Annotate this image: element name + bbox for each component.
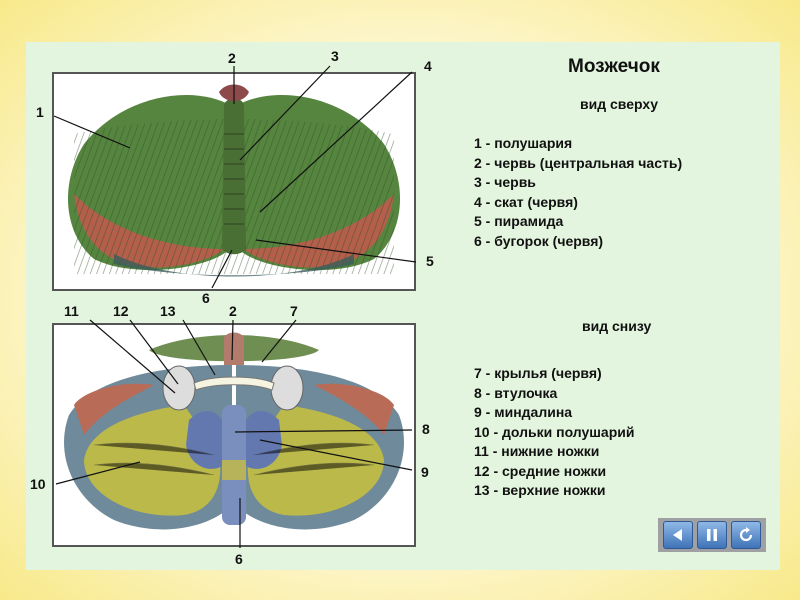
legend-item: 10 - дольки полушарий: [474, 423, 635, 440]
legend-item: 7 - крылья (червя): [474, 365, 602, 381]
playback-controls: [658, 518, 766, 552]
pause-button[interactable]: [697, 521, 727, 549]
pause-icon: [707, 529, 717, 541]
legend-item: 6 - бугорок (червя): [474, 232, 604, 249]
callout-9: 9: [421, 464, 429, 480]
callout-1: 1: [36, 104, 44, 120]
callout-7: 7: [290, 303, 298, 319]
cerebellum-bottom-view-image: [52, 323, 416, 547]
legend-item: 9 - миндалина: [474, 404, 573, 420]
callout-13: 13: [160, 303, 176, 319]
legend-item: 11 - нижние ножки: [474, 443, 600, 459]
top-view-subtitle: вид сверху: [580, 96, 659, 112]
legend-item: 3 - червь: [474, 174, 536, 190]
callout-3: 3: [331, 48, 339, 64]
page-title: Мозжечок: [568, 56, 660, 77]
bottom-view-subtitle: вид снизу: [582, 318, 652, 334]
callout-8: 8: [422, 421, 430, 437]
bottom-view-legend: 7 - крылья (червя) 8 - втулочка 9 - минд…: [474, 364, 634, 501]
legend-item: 1 - полушария: [474, 135, 573, 151]
legend-item: 12 - средние ножки: [474, 462, 607, 479]
cerebellum-top-drawing: [67, 84, 401, 277]
callout-6-top: 6: [202, 290, 210, 306]
top-view-legend: 1 - полушария 2 - червь (центральная час…: [474, 134, 682, 251]
legend-item: 5 - пирамида: [474, 213, 564, 229]
replay-icon: [739, 527, 753, 542]
callout-5: 5: [426, 253, 434, 269]
replay-button[interactable]: [731, 521, 761, 549]
legend-item: 4 - скат (червя): [474, 193, 578, 210]
legend-item: 2 - червь (центральная часть): [474, 154, 683, 171]
cerebellum-bottom-drawing: [64, 332, 404, 530]
previous-button[interactable]: [663, 521, 693, 549]
callout-2-top: 2: [228, 50, 236, 66]
callout-12: 12: [113, 303, 129, 319]
callout-6-bottom: 6: [235, 551, 243, 567]
callout-11: 11: [64, 303, 79, 319]
callout-2-bottom: 2: [229, 303, 237, 319]
legend-item: 13 - верхние ножки: [474, 482, 606, 498]
callout-4: 4: [424, 58, 432, 74]
legend-item: 8 - втулочка: [474, 384, 558, 401]
cerebellum-top-view-image: [52, 72, 416, 291]
callout-10: 10: [30, 476, 46, 492]
prev-icon: [673, 529, 682, 541]
